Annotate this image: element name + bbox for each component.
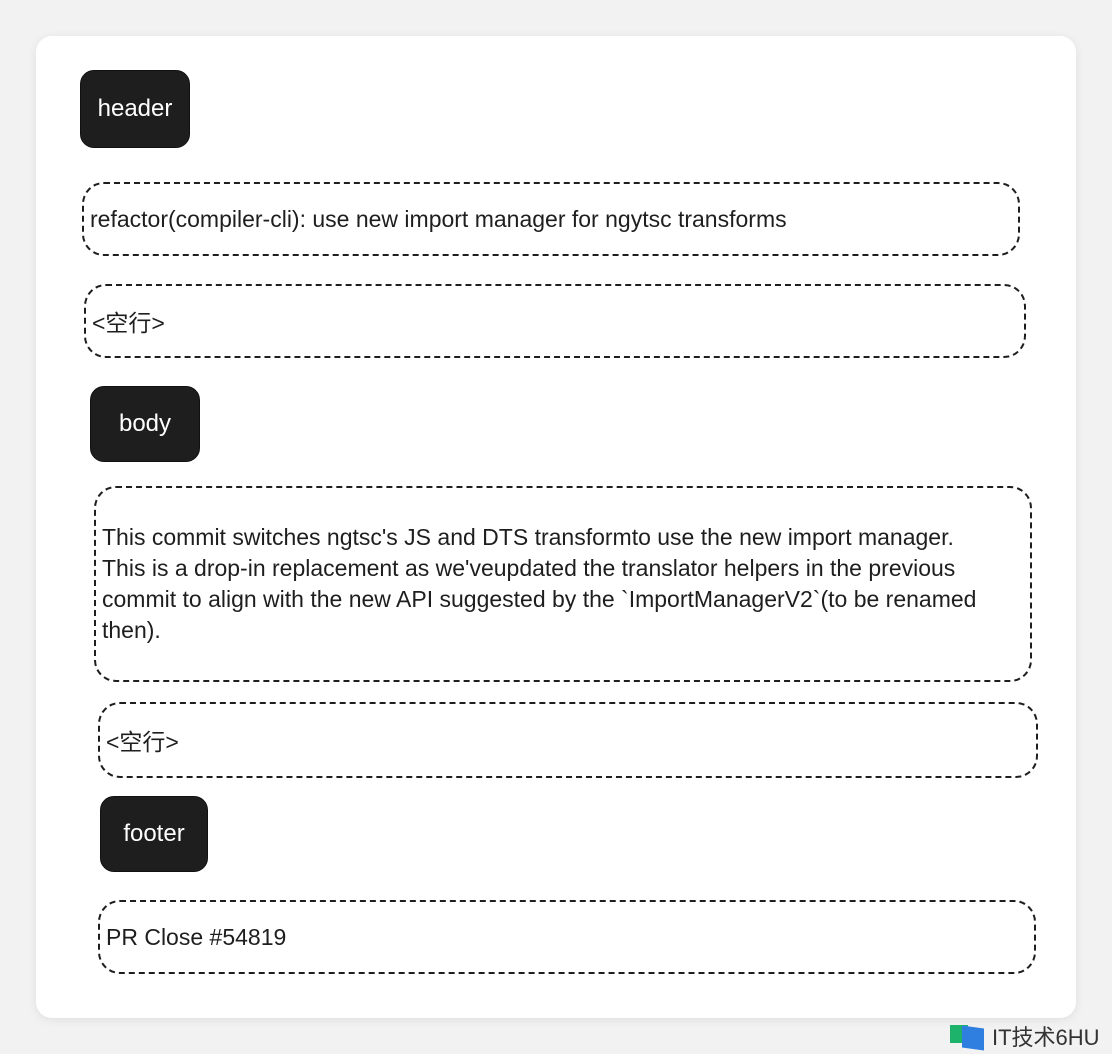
watermark-text: IT技术6HU <box>992 1025 1100 1050</box>
diagram-canvas <box>36 36 1076 1018</box>
footer-text-box: PR Close #54819 <box>98 900 1036 974</box>
body-blank-line-box: <空行> <box>98 702 1038 778</box>
watermark-logo-icon <box>950 1023 986 1051</box>
watermark: IT技术6HU <box>950 1020 1100 1052</box>
header-blank-line-box: <空行> <box>84 284 1026 358</box>
footer-label: footer <box>100 796 208 872</box>
body-label: body <box>90 386 200 462</box>
header-label: header <box>80 70 190 148</box>
body-text-box: This commit switches ngtsc's JS and DTS … <box>94 486 1032 682</box>
header-subject-box: refactor(compiler-cli): use new import m… <box>82 182 1020 256</box>
